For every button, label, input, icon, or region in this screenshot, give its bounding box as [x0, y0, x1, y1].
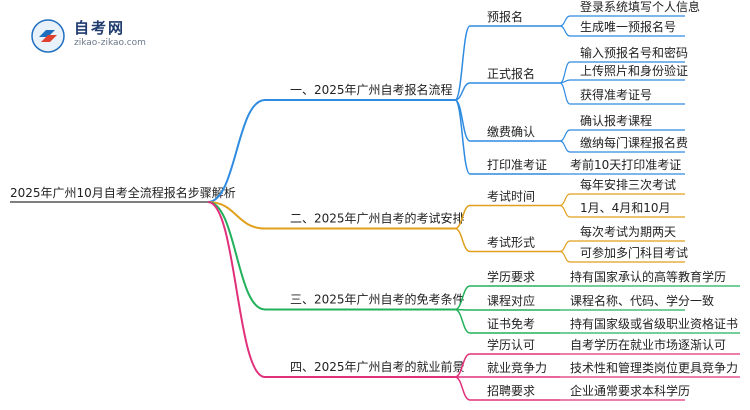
- branch-connector: [207, 201, 266, 230]
- subtopic-connector: [454, 82, 471, 101]
- logo-title: 自考网: [74, 19, 126, 37]
- subtopic: 打印准考证: [487, 158, 547, 172]
- leaf-topic: 每年安排三次考试: [580, 177, 676, 192]
- subtopic: 正式报名: [487, 66, 535, 81]
- branch-topic: 四、2025年广州自考的就业前景: [290, 359, 465, 374]
- logo-icon: [31, 19, 65, 53]
- subtopic-connector: [454, 99, 471, 175]
- subtopic: 课程对应: [487, 293, 535, 308]
- subtopic: 考试形式: [487, 235, 535, 250]
- site-logo[interactable]: 自考网 zikao-zikao.com: [30, 16, 170, 56]
- logo-url: zikao-zikao.com: [74, 38, 146, 48]
- leaf-connector: [559, 204, 571, 218]
- leaf-connector: [559, 193, 571, 207]
- subtopic-connector: [454, 308, 471, 334]
- branch-topic: 一、2025年广州自考报名流程: [290, 82, 453, 97]
- leaf-topic: 确认报考课程: [580, 113, 652, 128]
- leaf-connector: [559, 82, 571, 105]
- leaf-connector: [559, 25, 571, 37]
- leaf-topic: 1月、4月和10月: [580, 201, 671, 215]
- leaf-topic: 生成唯一预报名号: [580, 19, 676, 34]
- leaf-topic: 缴纳每门课程报名费: [580, 135, 688, 150]
- leaf-topic: 持有国家级或省级职业资格证书: [570, 316, 738, 331]
- subtopic: 招聘要求: [487, 384, 535, 398]
- subtopic: 学历要求: [487, 269, 535, 284]
- leaf-topic: 登录系统填写个人信息: [580, 0, 700, 14]
- leaf-topic: 持有国家承认的高等教育学历: [570, 269, 726, 284]
- leaf-connector: [559, 129, 571, 142]
- subtopic-connector: [454, 376, 471, 401]
- subtopic-connector: [454, 204, 471, 230]
- leaf-topic: 可参加多门科目考试: [580, 245, 688, 260]
- root-topic: 2025年广州10月自考全流程报名步骤解析: [10, 185, 236, 200]
- subtopic-connector: [454, 25, 471, 101]
- leaf-topic: 自考学历在就业市场逐渐认可: [570, 337, 726, 352]
- branch-topic: 二、2025年广州自考的考试安排: [290, 211, 465, 226]
- subtopic: 考试时间: [487, 189, 535, 204]
- branch-connector: [207, 99, 266, 203]
- subtopic: 证书免考: [487, 316, 535, 331]
- leaf-topic: 每次考试为期两天: [580, 224, 676, 239]
- leaf-connector: [559, 240, 571, 253]
- branch-connector: [207, 201, 266, 378]
- leaf-topic: 上传照片和身份验证: [580, 63, 688, 78]
- subtopic-connector: [454, 227, 471, 253]
- leaf-topic: 课程名称、代码、学分一致: [570, 293, 714, 308]
- subtopic: 预报名: [487, 9, 523, 24]
- leaf-connector: [559, 250, 571, 263]
- subtopic: 缴费确认: [487, 124, 535, 139]
- leaf-topic: 获得准考证号: [580, 87, 652, 102]
- branch-topic: 三、2025年广州自考的免考条件: [290, 292, 465, 307]
- leaf-connector: [559, 15, 571, 27]
- subtopic: 就业竞争力: [487, 361, 547, 375]
- branch-connector: [207, 201, 266, 311]
- leaf-connector: [559, 140, 571, 153]
- leaf-topic: 企业通常要求本科学历: [570, 383, 690, 398]
- subtopic: 学历认可: [487, 337, 535, 352]
- leaf-topic: 输入预报名号和密码: [580, 45, 688, 60]
- leaf-topic: 考前10天打印准考证: [570, 157, 681, 172]
- leaf-topic: 技术性和管理类岗位更具竞争力: [570, 360, 738, 375]
